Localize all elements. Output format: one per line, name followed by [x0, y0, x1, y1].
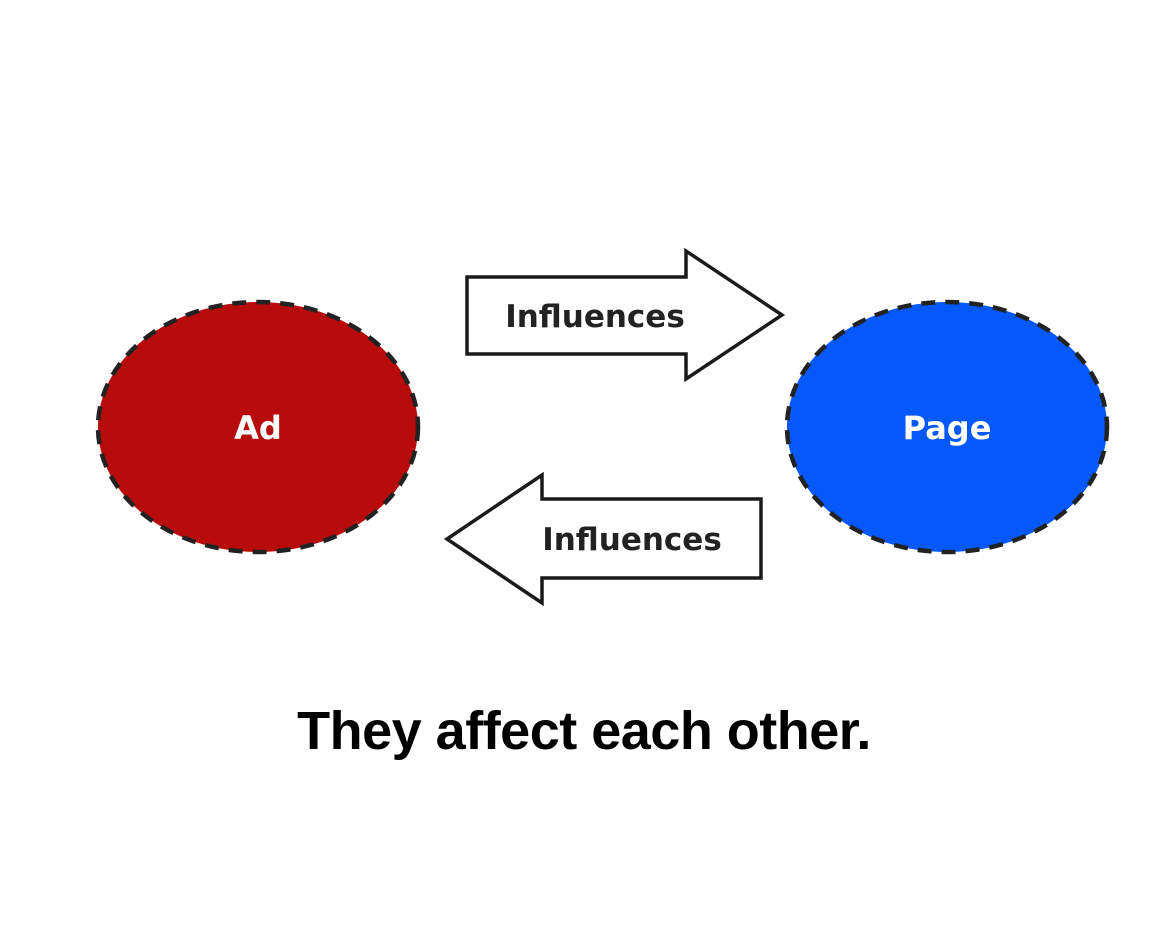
ad-label: Ad — [234, 409, 282, 447]
page-label: Page — [903, 409, 992, 447]
ad-ellipse — [95, 299, 421, 555]
arrow-ad-to-page: Influences — [465, 247, 786, 383]
arrow-bottom-label: Influences — [542, 522, 722, 558]
caption: They affect each other. — [297, 701, 871, 761]
page-ellipse — [784, 299, 1110, 555]
left-arrow-shape — [443, 471, 763, 607]
right-arrow-shape — [465, 247, 786, 383]
page-node: Page — [784, 299, 1110, 555]
arrow-top-label: Influences — [505, 299, 685, 335]
ad-node: Ad — [95, 299, 421, 555]
arrow-page-to-ad: Influences — [443, 471, 763, 607]
